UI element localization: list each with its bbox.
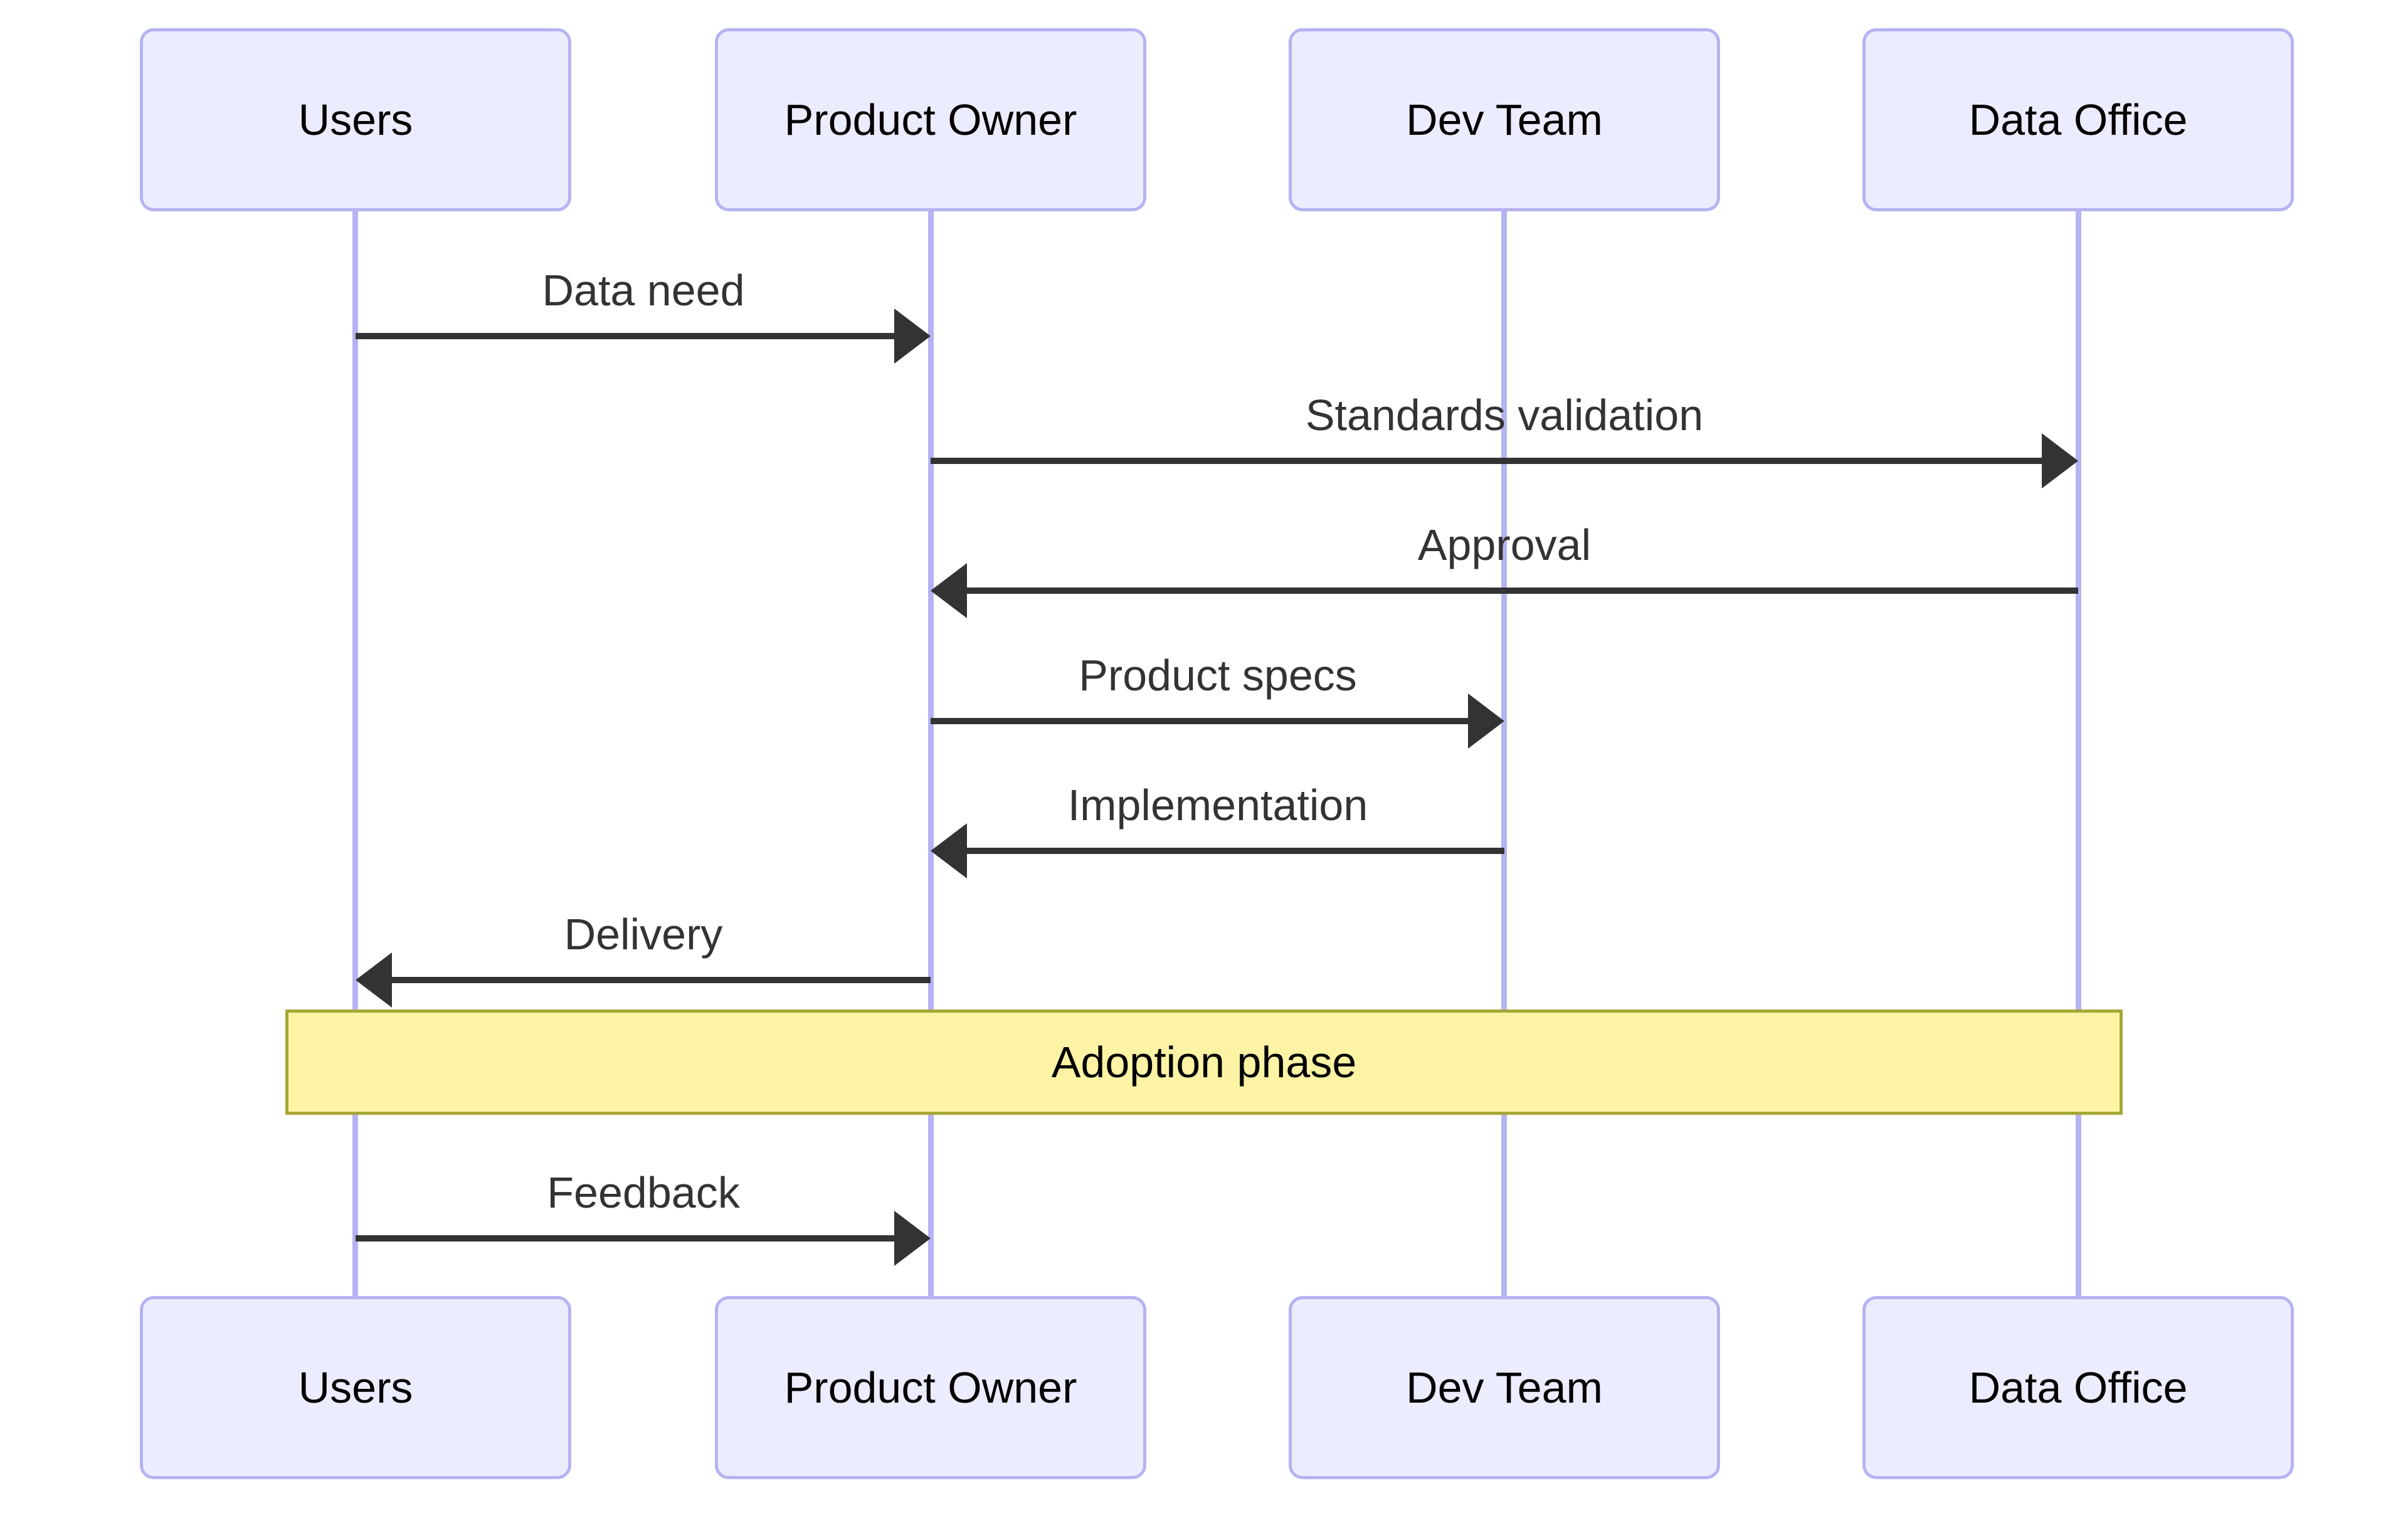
message-label-standards-validation: Standards validation: [1305, 391, 1704, 440]
message-line-implementation: [967, 848, 1504, 854]
actor-label: Dev Team: [1406, 1363, 1603, 1412]
message-label-product-specs: Product specs: [1079, 651, 1357, 700]
actor-box-dev-team-top: Dev Team: [1289, 28, 1720, 211]
actor-box-dev-team-bottom: Dev Team: [1289, 1296, 1720, 1479]
message-label-feedback: Feedback: [547, 1168, 740, 1217]
arrowhead-left-icon: [931, 563, 967, 618]
lifeline-dev-team: [1501, 211, 1507, 1296]
message-label-delivery: Delivery: [564, 910, 723, 959]
lifeline-users: [352, 211, 358, 1296]
message-line-delivery: [392, 977, 931, 983]
lifeline-data-office: [2076, 211, 2081, 1296]
note-label: Adoption phase: [1051, 1038, 1357, 1087]
actor-label: Data Office: [1968, 1363, 2188, 1412]
actor-label: Dev Team: [1406, 95, 1603, 144]
actor-box-users-top: Users: [140, 28, 571, 211]
actor-box-data-office-top: Data Office: [1862, 28, 2294, 211]
lifeline-product-owner: [928, 211, 934, 1296]
arrowhead-left-icon: [931, 823, 967, 878]
arrowhead-right-icon: [894, 1211, 931, 1266]
message-line-feedback: [356, 1235, 894, 1242]
message-label-implementation: Implementation: [1067, 781, 1368, 830]
message-line-approval: [967, 588, 2078, 594]
actor-label: Users: [298, 95, 413, 144]
message-line-product-specs: [931, 718, 1468, 724]
actor-label: Product Owner: [784, 1363, 1077, 1412]
actor-box-product-owner-bottom: Product Owner: [715, 1296, 1146, 1479]
arrowhead-left-icon: [356, 952, 392, 1008]
message-line-data-need: [356, 333, 894, 339]
arrowhead-right-icon: [894, 308, 931, 364]
actor-box-product-owner-top: Product Owner: [715, 28, 1146, 211]
arrowhead-right-icon: [1468, 693, 1504, 749]
message-label-approval: Approval: [1417, 520, 1592, 569]
note-adoption-phase: Adoption phase: [285, 1010, 2123, 1115]
actor-label: Users: [298, 1363, 413, 1412]
message-label-data-need: Data need: [542, 266, 745, 315]
actor-box-users-bottom: Users: [140, 1296, 571, 1479]
actor-box-data-office-bottom: Data Office: [1862, 1296, 2294, 1479]
actor-label: Data Office: [1968, 95, 2188, 144]
message-line-standards-validation: [931, 458, 2042, 464]
arrowhead-right-icon: [2042, 433, 2078, 488]
actor-label: Product Owner: [784, 95, 1077, 144]
